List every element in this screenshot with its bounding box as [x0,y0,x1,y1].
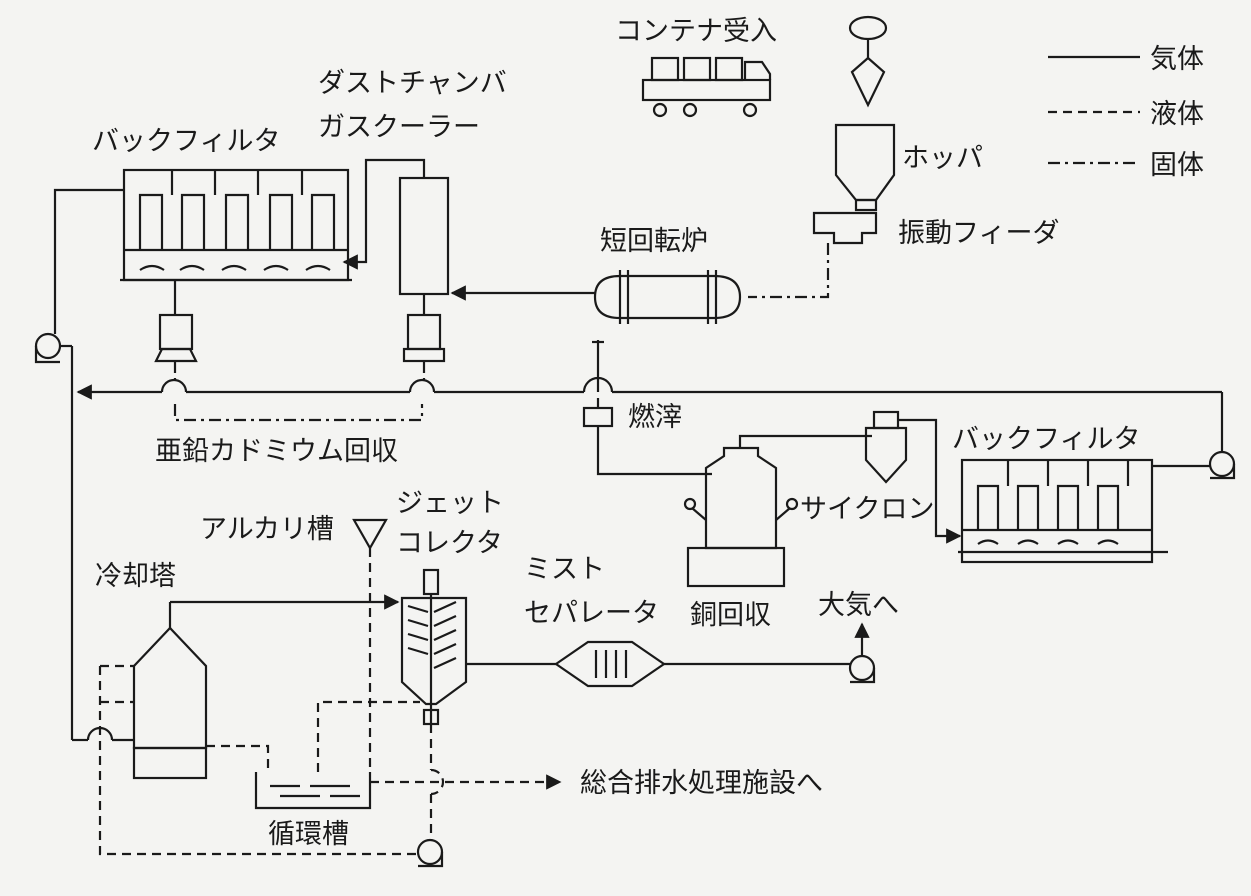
legend-solid-label: 固体 [1150,150,1204,181]
label-vibrating-feeder: 振動フィーダ [898,218,1059,249]
jet-collector [400,568,468,726]
mist-separator [554,640,666,688]
alkali-tank [352,518,388,551]
legend-liquid-label: 液体 [1150,99,1204,130]
vibrating-feeder [812,211,878,245]
slag-valve [582,398,614,428]
label-bag-filter-right: バックフィルタ [952,424,1140,455]
label-hopper: ホッパ [902,143,983,174]
cooling-tower [132,602,208,780]
short-rotary-furnace [593,270,742,324]
fan-exhaust [848,654,876,684]
label-to-atmosphere: 大気へ [818,590,899,621]
gas-cooler [398,176,450,363]
label-circulation-tank: 循環槽 [268,819,349,850]
label-short-rotary-furnace: 短回転炉 [600,226,708,257]
bag-filter-right [958,458,1168,564]
label-bag-filter-top: バックフィルタ [92,126,280,157]
label-collector: コレクタ [396,528,503,559]
label-to-wastewater: 総合排水処理施設へ [580,768,823,799]
pump-bottom [416,838,444,868]
legend-gas-label: 気体 [1150,44,1204,75]
legend: 気体 液体 固体 [1048,44,1204,181]
label-container-intake: コンテナ受入 [615,16,777,47]
label-cyclone: サイクロン [800,494,934,525]
cyclone [864,410,908,484]
label-mist: ミスト [524,554,605,585]
label-alkali-tank: アルカリ槽 [200,514,334,545]
label-gas-cooler: ガスクーラー [318,112,480,143]
copper-kiln [683,446,799,588]
bag-filter-top [120,168,352,363]
label-slag: 燃滓 [628,402,682,433]
label-cooling-tower: 冷却塔 [95,561,176,592]
hopper [834,123,896,212]
label-separator: セパレータ [524,598,659,629]
circulation-tank [254,772,372,810]
label-dust-chamber: ダストチャンバ [318,68,507,99]
label-jet: ジェット [396,488,504,519]
fan-left [34,332,72,364]
fan-right [1208,450,1236,480]
grab-bucket [848,15,888,108]
label-copper-recovery: 銅回収 [690,600,771,631]
label-zinc-cadmium-recovery: 亜鉛カドミウム回収 [155,436,398,467]
container-truck [641,56,772,118]
